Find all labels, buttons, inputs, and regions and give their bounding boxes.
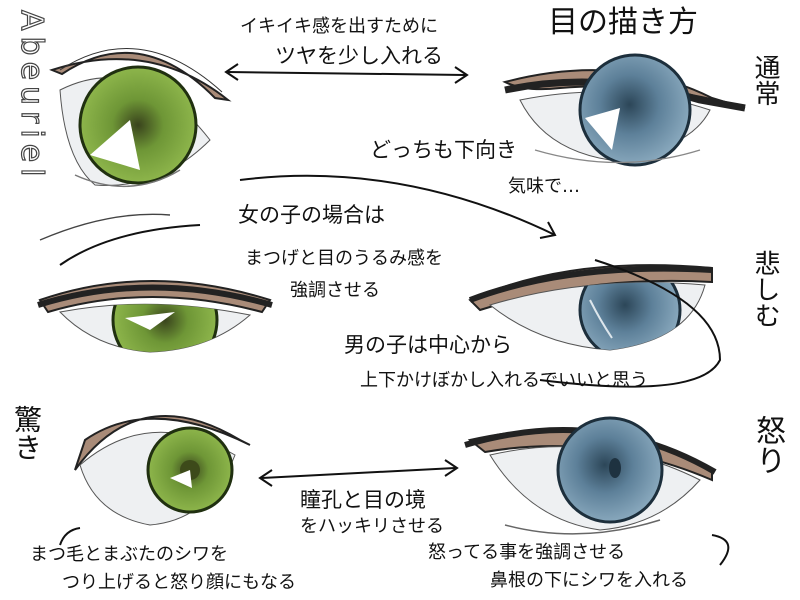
label-surprise: 驚き bbox=[10, 405, 43, 461]
note-top-1: イキイキ感を出すために bbox=[240, 16, 438, 37]
note-lash-1: まつ毛とまぶたのシワを bbox=[30, 544, 228, 565]
note-girl-3: 強調させる bbox=[290, 280, 380, 301]
note-girl-1: 女の子の場合は bbox=[238, 203, 385, 227]
note-top-2: ツヤを少し入れる bbox=[275, 44, 443, 68]
note-boy-1: 男の子は中心から bbox=[344, 333, 512, 357]
eye-blue-normal bbox=[502, 53, 746, 167]
note-pupil-2: をハッキリさせる bbox=[300, 516, 444, 537]
note-down-2: 気味で… bbox=[508, 176, 580, 197]
note-boy-2: 上下かけぼかし入れるでいいと思う bbox=[360, 370, 648, 391]
label-normal: 通常 bbox=[750, 54, 780, 106]
note-girl-2: まつげと目のうるみ感を bbox=[245, 248, 443, 269]
eye-green-sad bbox=[37, 213, 273, 353]
iris-blue bbox=[578, 53, 692, 167]
eye-green-surprise bbox=[74, 415, 251, 526]
curved-arrow-icon bbox=[59, 174, 730, 566]
eye-blue-sad bbox=[468, 264, 713, 351]
note-lash-2: つり上げると怒り顔にもなる bbox=[62, 572, 296, 593]
label-sad: 悲しむ bbox=[750, 250, 780, 328]
artist-signature: Abeuriel bbox=[13, 9, 49, 183]
eye-green-normal bbox=[49, 48, 232, 188]
note-pupil-1: 瞳孔と目の境 bbox=[300, 488, 426, 512]
label-anger: 怒り bbox=[750, 415, 785, 475]
arrow-double-icon bbox=[224, 63, 469, 487]
page-title: 目の描き方 bbox=[548, 5, 698, 40]
eye-blue-anger bbox=[464, 416, 717, 535]
note-down-1: どっちも下向き bbox=[370, 138, 517, 162]
note-anger-1: 怒ってる事を強調させる bbox=[428, 542, 626, 563]
note-anger-2: 鼻根の下にシワを入れる bbox=[490, 570, 688, 591]
